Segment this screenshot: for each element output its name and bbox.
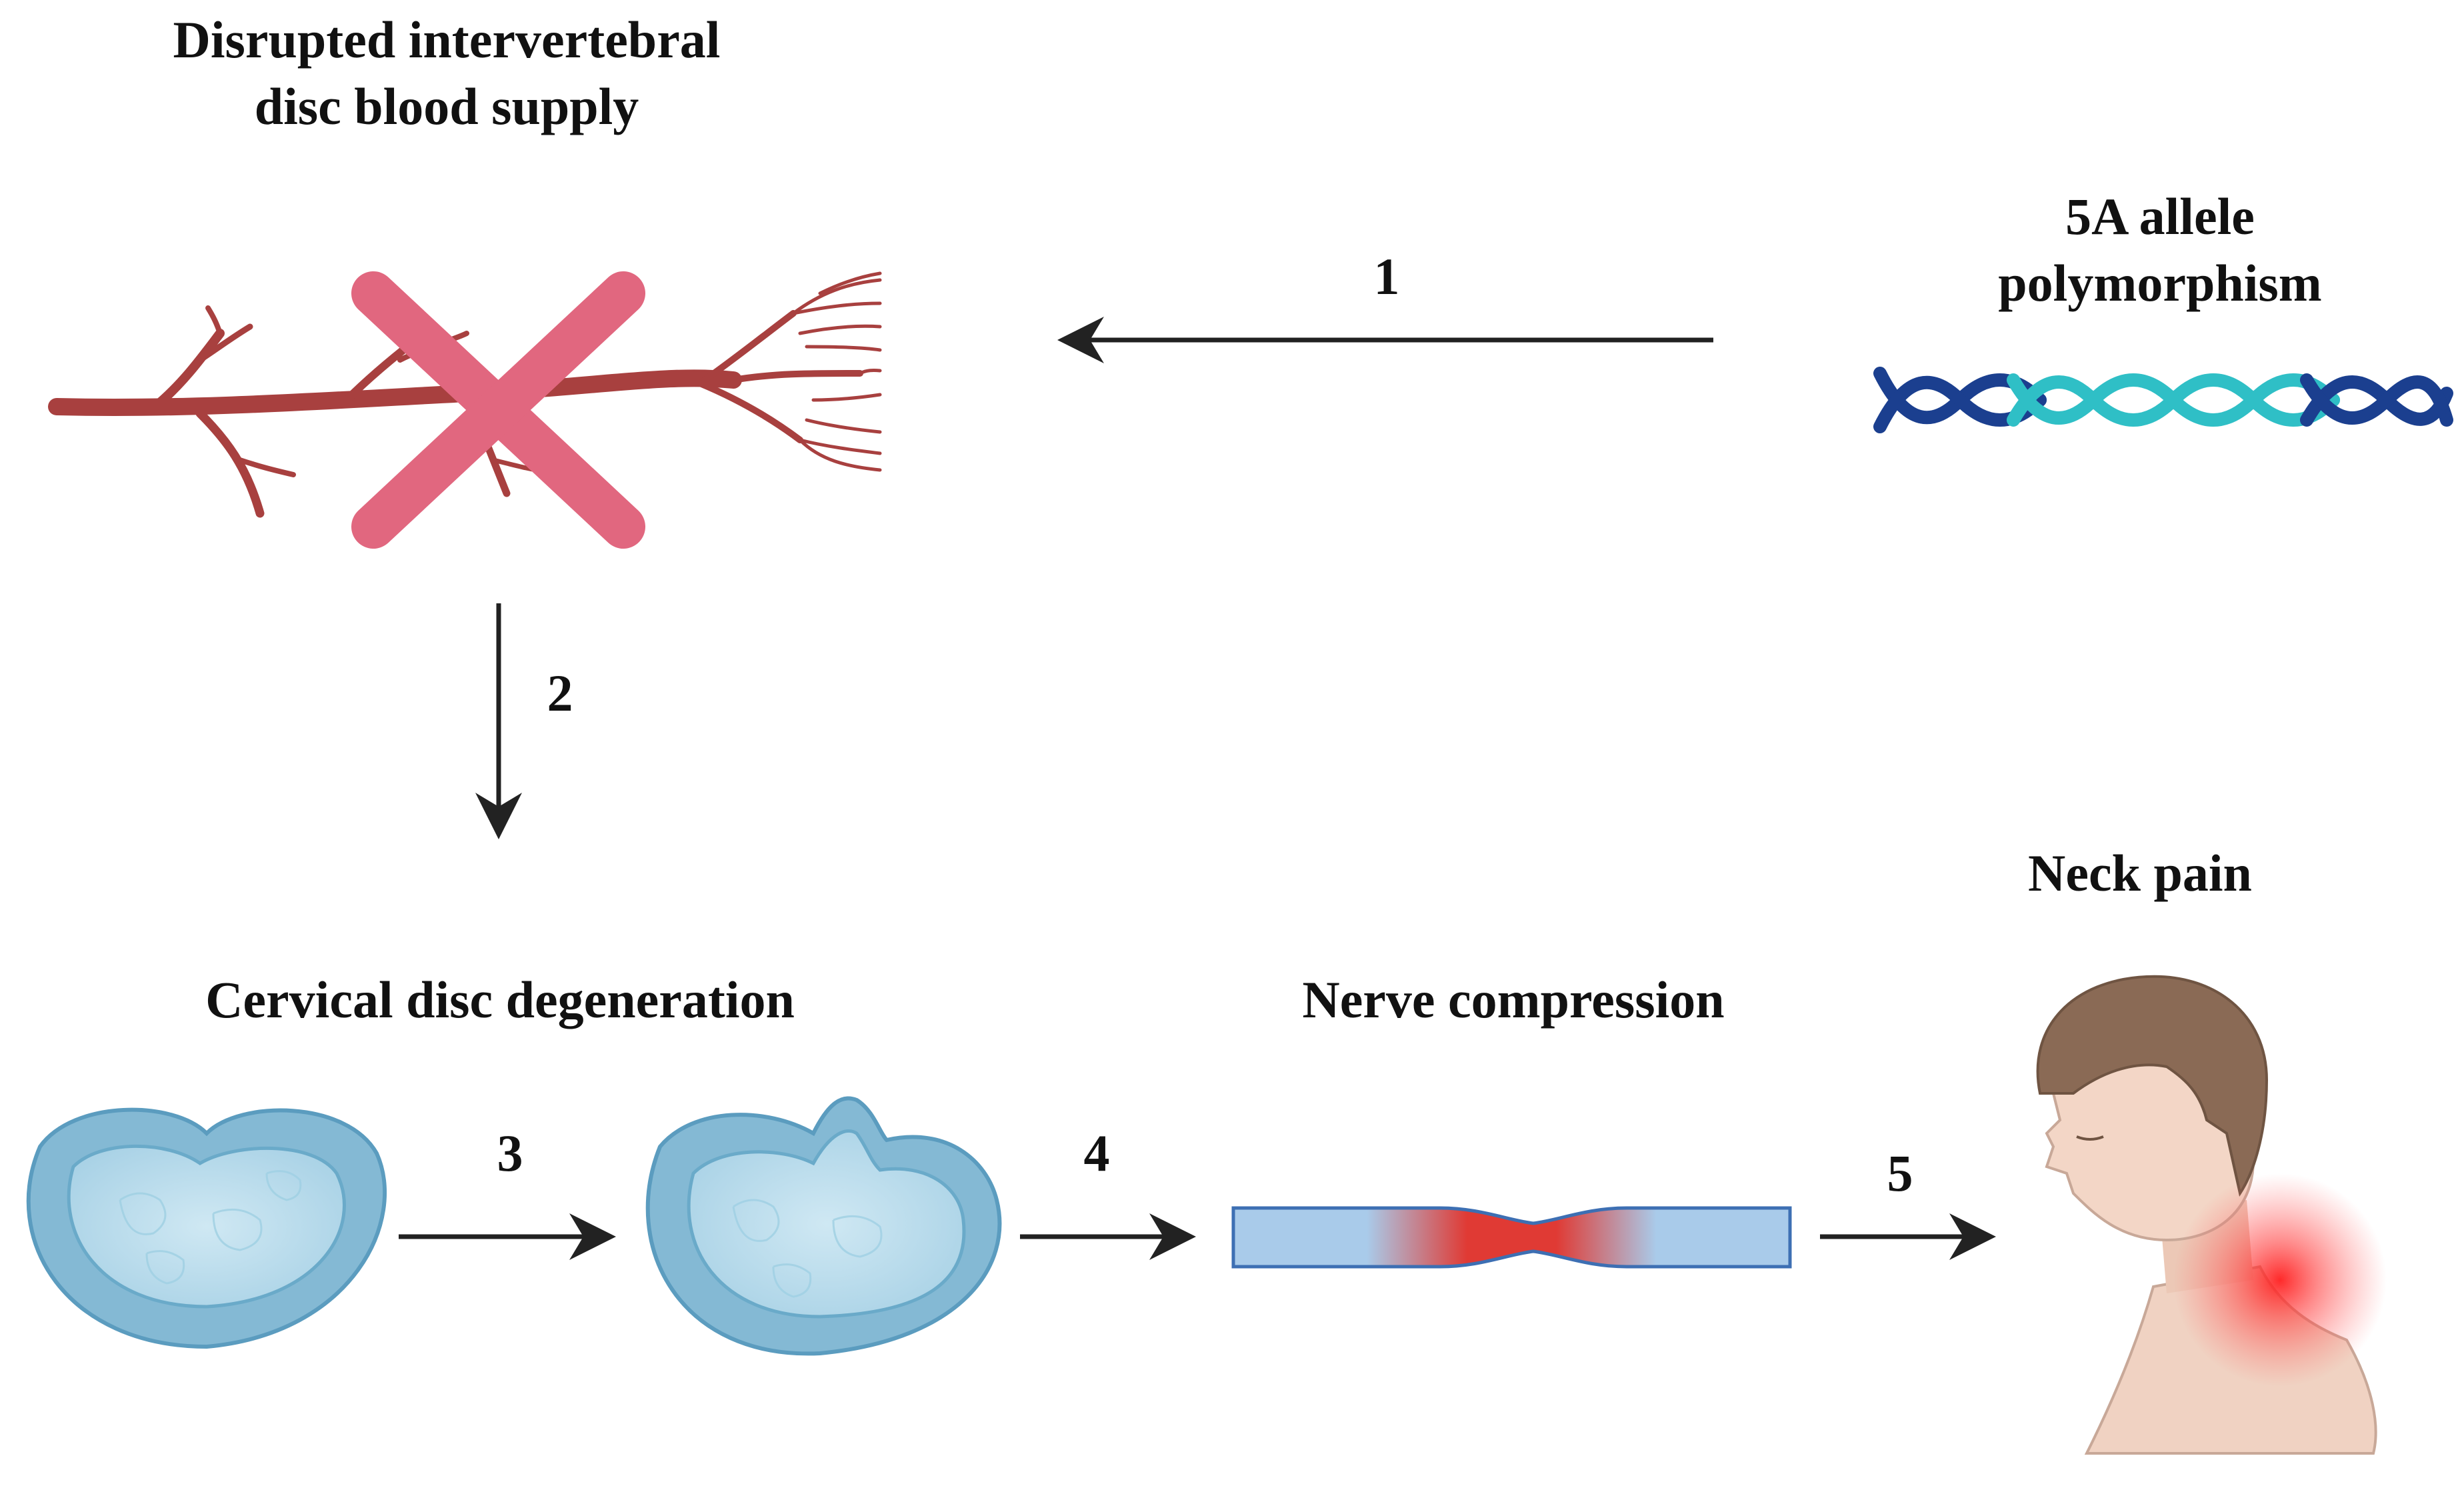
- step-label-4: 4: [1083, 1124, 1110, 1182]
- nerve-compression-title: Nerve compression: [1302, 971, 1725, 1029]
- person-neck-pain-icon: [2036, 975, 2387, 1455]
- intervertebral-disc-icon: [26, 1107, 387, 1349]
- compressed-nerve-icon: [1231, 1206, 1792, 1269]
- disc-degeneration-title: Cervical disc degeneration: [205, 971, 795, 1029]
- herniated-disc-icon: [645, 1096, 1002, 1356]
- neck-pain-title: Neck pain: [2028, 844, 2252, 902]
- step-label-3: 3: [497, 1124, 523, 1182]
- allele-title: 5A allele polymorphism: [1927, 183, 2393, 317]
- allele-title-line2: polymorphism: [1998, 254, 2322, 312]
- dna-helix-icon: [1873, 367, 2453, 433]
- step-label-5: 5: [1887, 1144, 1913, 1202]
- step-label-1: 1: [1373, 247, 1400, 305]
- blood-supply-title-line2: disc blood supply: [254, 77, 639, 135]
- blood-supply-title-line1: Disrupted intervertebral: [173, 11, 721, 69]
- x-mark-icon: [351, 271, 645, 549]
- blood-supply-title: Disrupted intervertebral disc blood supp…: [113, 7, 780, 140]
- step-label-2: 2: [547, 664, 573, 722]
- allele-title-line1: 5A allele: [2065, 187, 2255, 245]
